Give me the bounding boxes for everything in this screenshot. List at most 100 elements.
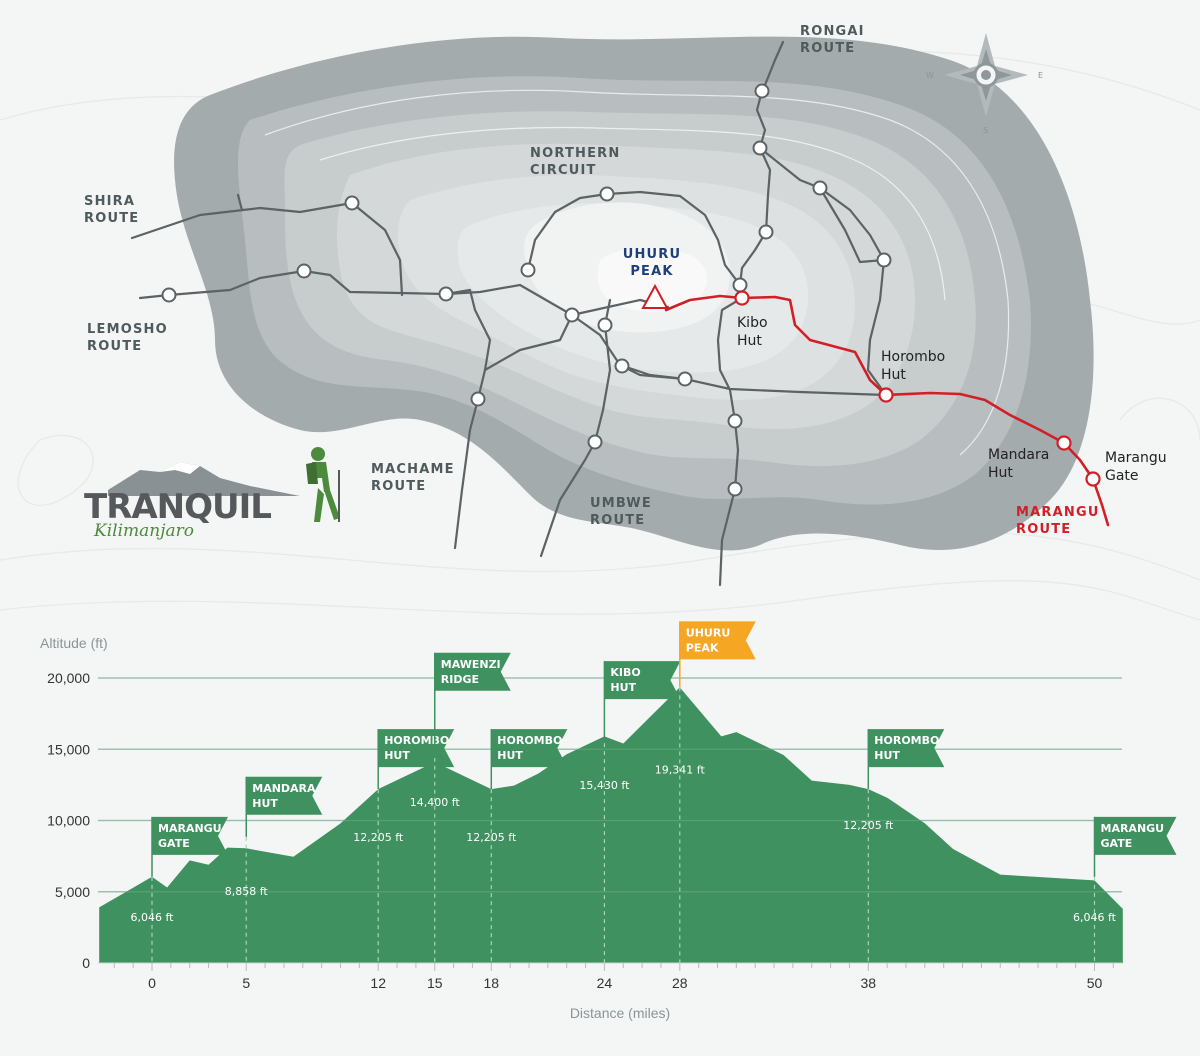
y-tick-label: 0 xyxy=(82,955,90,971)
flag-label-line2: RIDGE xyxy=(441,673,479,686)
lemosho-route-trail xyxy=(138,269,670,317)
contour-lines xyxy=(264,89,1010,456)
altitude-label: 19,341 ft xyxy=(655,763,706,776)
shira-route-trail xyxy=(130,201,404,297)
altitude-label: 6,046 ft xyxy=(1073,911,1117,924)
x-tick-label: 5 xyxy=(242,975,250,991)
trail-waypoints xyxy=(161,83,892,497)
waypoint-flag xyxy=(868,729,945,768)
x-axis-title: Distance (miles) xyxy=(570,1005,670,1021)
south-circuit-trail xyxy=(716,296,744,587)
horombo-hut-marker[interactable] xyxy=(878,387,894,403)
y-axis-title: Altitude (ft) xyxy=(40,635,108,651)
waypoint-marker[interactable] xyxy=(876,252,892,268)
x-tick-label: 15 xyxy=(427,975,443,991)
logo-mountain-icon xyxy=(108,462,300,496)
waypoint-marker[interactable] xyxy=(614,358,630,374)
altitude-label: 14,400 ft xyxy=(410,796,461,809)
hiker-icon xyxy=(306,447,340,522)
compass-east: E xyxy=(1038,71,1043,80)
x-tick-label: 12 xyxy=(370,975,386,991)
waypoint-marker[interactable] xyxy=(344,195,360,211)
altitude-label: 12,205 ft xyxy=(353,831,404,844)
x-tick-label: 50 xyxy=(1087,975,1103,991)
mandara-hut-marker[interactable] xyxy=(1056,435,1072,451)
elevation-area xyxy=(99,687,1123,963)
flag-label-line1: HOROMBO xyxy=(497,734,562,747)
compass-south: S xyxy=(983,126,988,135)
flag-label-line2: GATE xyxy=(158,837,190,850)
waypoint-marker[interactable] xyxy=(161,287,177,303)
waypoint-marker[interactable] xyxy=(812,180,828,196)
waypoint-marker[interactable] xyxy=(758,224,774,240)
triangle-summit-icon[interactable] xyxy=(641,283,669,309)
flag-label-line1: UHURU xyxy=(686,626,730,639)
logo-wordmark: TRANQUIL xyxy=(84,487,271,527)
waypoint-marker[interactable] xyxy=(732,277,748,293)
waypoint-marker[interactable] xyxy=(470,391,486,407)
waypoint-marker[interactable] xyxy=(599,186,615,202)
summit-flag xyxy=(679,621,756,660)
flag-label-line1: HOROMBO xyxy=(384,734,449,747)
flag-label-line1: MAWENZI xyxy=(441,658,501,671)
waypoint-3[interactable]: MAWENZI RIDGE 14,400 ft xyxy=(410,652,511,963)
altitude-label: 15,430 ft xyxy=(579,779,630,792)
marangu-gate-marker[interactable] xyxy=(1085,471,1101,487)
waypoint-marker[interactable] xyxy=(727,413,743,429)
waypoint-marker[interactable] xyxy=(752,140,768,156)
crater-inner xyxy=(597,247,708,312)
kibo-hut-marker[interactable] xyxy=(734,290,750,306)
tranquil-logo: TRANQUIL Kilimanjaro xyxy=(84,447,340,541)
y-tick-label: 15,000 xyxy=(47,741,90,757)
waypoint-marker[interactable] xyxy=(597,317,613,333)
waypoint-marker[interactable] xyxy=(296,263,312,279)
altitude-label: 12,205 ft xyxy=(843,819,894,832)
waypoint-flag xyxy=(434,652,511,691)
waypoint-flag xyxy=(491,729,568,768)
altitude-label: 12,205 ft xyxy=(466,831,517,844)
waypoint-marker[interactable] xyxy=(520,262,536,278)
waypoint-flag xyxy=(152,816,228,855)
altitude-label: 8,858 ft xyxy=(225,885,269,898)
x-tick-label: 28 xyxy=(672,975,688,991)
waypoint-marker[interactable] xyxy=(677,371,693,387)
marangu-waypoints xyxy=(734,290,1101,487)
waypoint-marker[interactable] xyxy=(727,481,743,497)
flag-label-line2: HUT xyxy=(874,749,900,762)
altitude-label: 6,046 ft xyxy=(131,911,175,924)
waypoint-4[interactable]: HOROMBO HUT 12,205 ft xyxy=(466,729,568,963)
compass-rose-icon: W E S xyxy=(926,33,1043,135)
flag-label-line2: HUT xyxy=(497,749,523,762)
waypoint-7[interactable]: HOROMBO HUT 12,205 ft xyxy=(843,729,945,963)
logo-subtitle: Kilimanjaro xyxy=(93,521,194,541)
flag-label-line1: MARANGU xyxy=(158,822,222,835)
waypoint-marker[interactable] xyxy=(754,83,770,99)
waypoint-marker[interactable] xyxy=(438,286,454,302)
waypoint-flag xyxy=(246,776,323,815)
waypoint-marker[interactable] xyxy=(587,434,603,450)
waypoint-marker[interactable] xyxy=(564,307,580,323)
x-tick-label: 18 xyxy=(484,975,500,991)
flag-label-line2: GATE xyxy=(1101,837,1133,850)
north-loop-trail xyxy=(818,186,886,264)
waypoint-0[interactable]: MARANGU GATE 6,046 ft xyxy=(131,816,228,963)
flag-label-line1: HOROMBO xyxy=(874,734,939,747)
y-tick-label: 5,000 xyxy=(55,884,90,900)
x-tick-label: 38 xyxy=(861,975,877,991)
